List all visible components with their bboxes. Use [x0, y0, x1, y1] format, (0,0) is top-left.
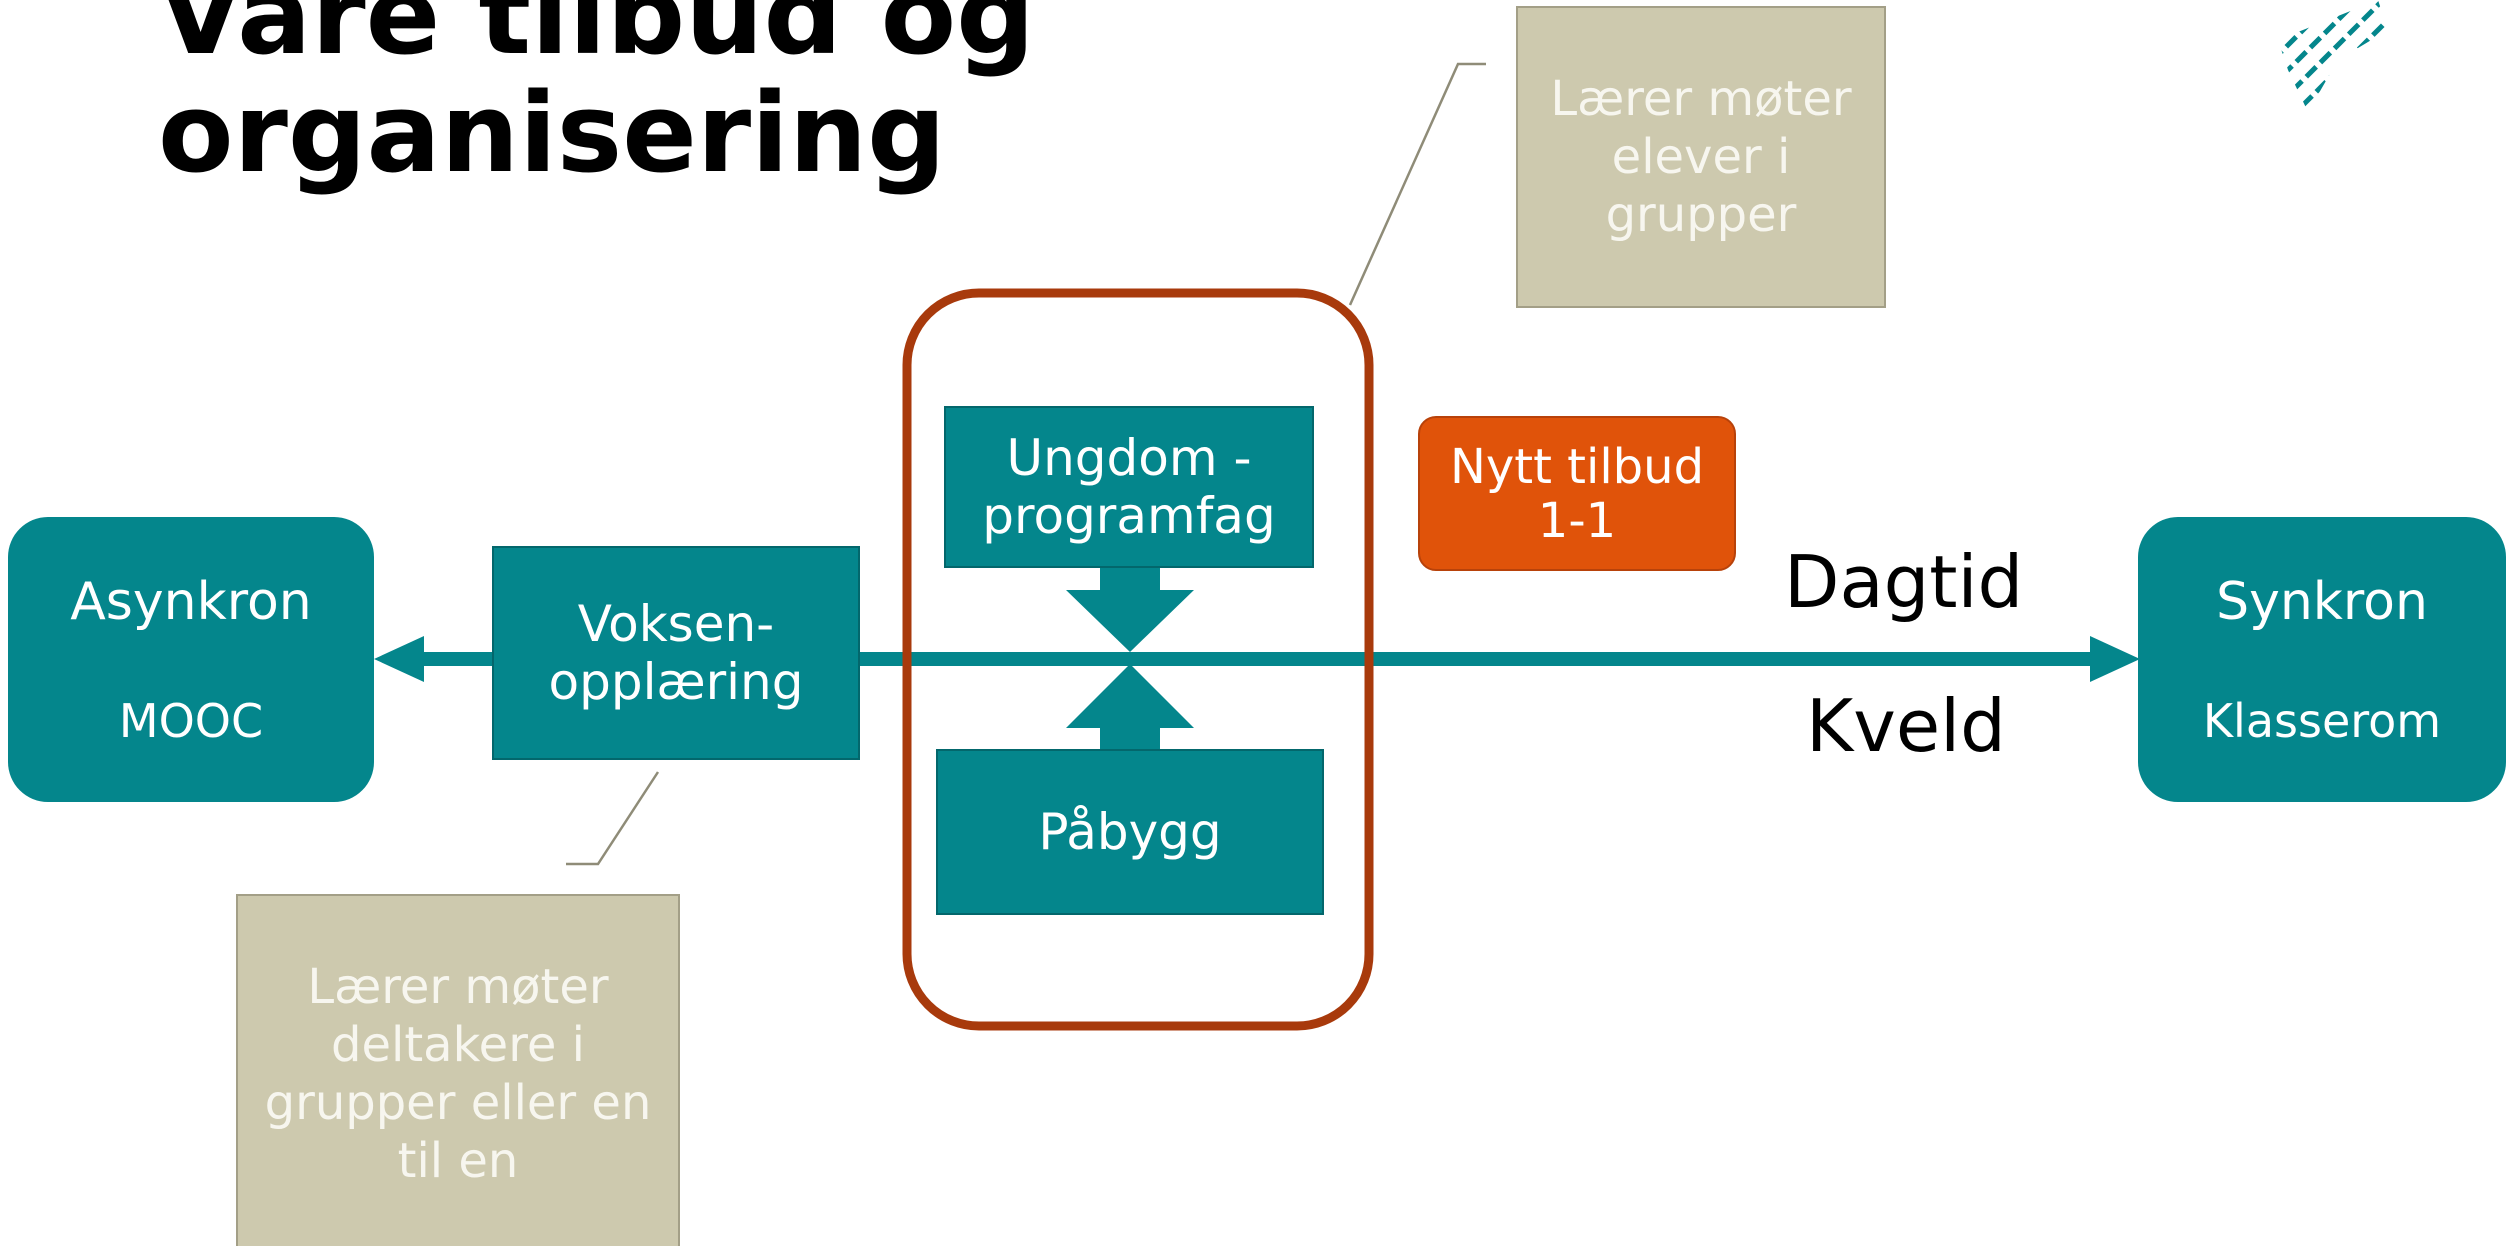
callout-line-top [1348, 62, 1486, 306]
nytt-tilbud-line2: 1-1 [1537, 492, 1617, 549]
voksen-line1: Voksen- [577, 595, 775, 653]
callout-line-bottom [566, 771, 660, 866]
ungdom-line1: Ungdom - [1006, 429, 1252, 487]
page-title-line1: Våre tilbud og [158, 0, 1035, 79]
note-bottom-line2: deltakere i [331, 1017, 585, 1073]
note-top-line2: elever i [1611, 129, 1791, 185]
nytt-tilbud-badge: Nytt tilbud 1-1 [1418, 416, 1736, 571]
diagonal-stripes-logo-icon [2278, 0, 2388, 112]
ungdom-line2: programfag [982, 487, 1276, 545]
synkron-label: Synkron [2216, 571, 2428, 632]
note-bottom-line3: grupper eller en [264, 1075, 652, 1131]
highlight-frame [902, 288, 1374, 1031]
left-arrowhead [374, 636, 424, 682]
synkron-box: Synkron Klasserom [2138, 517, 2506, 802]
nytt-tilbud-line1: Nytt tilbud [1449, 438, 1705, 495]
up-arrow [1066, 664, 1194, 728]
down-arrow [1066, 590, 1194, 652]
klasserom-label: Klasserom [2202, 693, 2442, 748]
note-bottom-callout: Lærer møter deltakere i grupper eller en… [236, 894, 680, 1246]
note-bottom-line4: til en [397, 1133, 519, 1189]
note-top-line3: grupper [1605, 187, 1797, 243]
asynkron-box: Asynkron MOOC [8, 517, 374, 802]
note-top-line1: Lærer møter [1550, 71, 1852, 127]
voksenopplaering-box: Voksen- opplæring [492, 546, 860, 760]
ungdom-programfag-box: Ungdom - programfag [944, 406, 1314, 568]
page-title-line2: organisering [158, 69, 946, 197]
pabygg-box: Påbygg [936, 749, 1324, 915]
voksen-line2: opplæring [548, 653, 804, 711]
note-bottom-line1: Lærer møter [307, 959, 609, 1015]
pabygg-label: Påbygg [1038, 803, 1222, 861]
page-title: Våre tilbud og organisering [158, 0, 1458, 192]
asynkron-label: Asynkron [70, 571, 312, 632]
kveld-label: Kveld [1806, 684, 2006, 768]
right-arrowhead [2090, 636, 2140, 682]
dagtid-label: Dagtid [1784, 540, 2024, 624]
mooc-label: MOOC [118, 693, 264, 748]
note-top-callout: Lærer møter elever i grupper [1516, 6, 1886, 308]
